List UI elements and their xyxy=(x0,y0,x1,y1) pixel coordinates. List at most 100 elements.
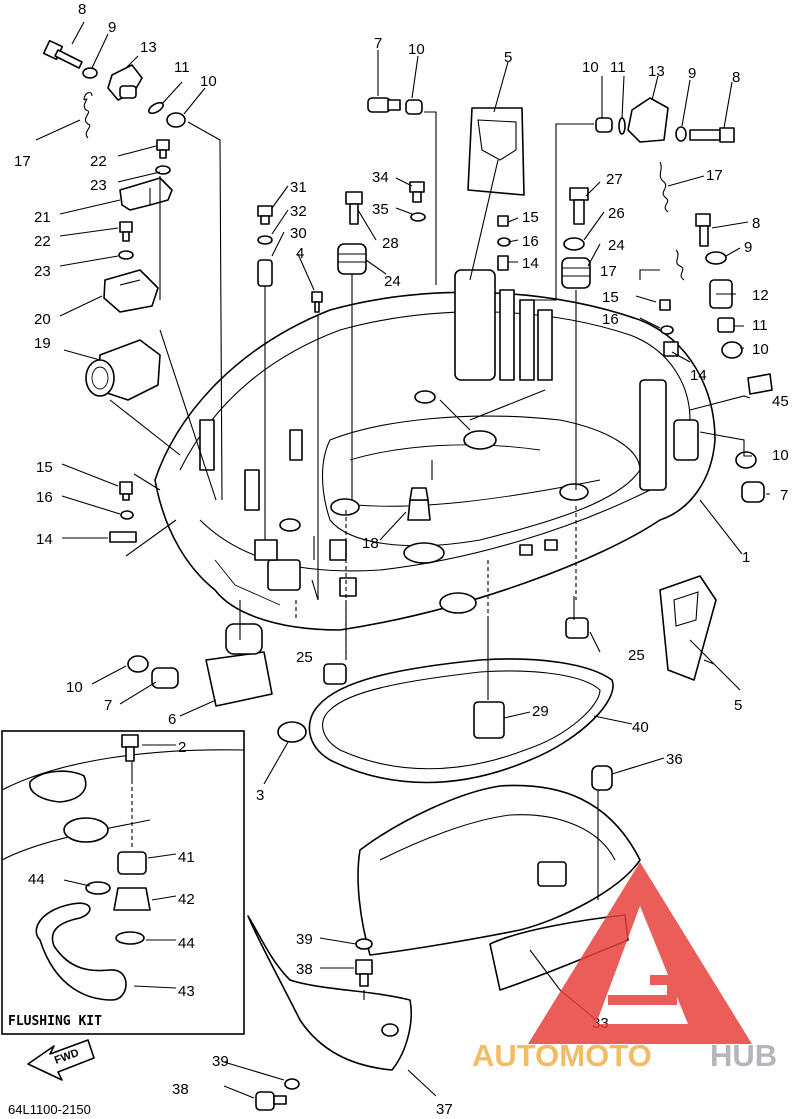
holder-20[interactable] xyxy=(103,269,159,313)
bolt-34[interactable] xyxy=(409,181,425,203)
grommet-10-top-center[interactable] xyxy=(405,99,423,115)
washer-35[interactable] xyxy=(410,212,426,222)
callout-15: 15 xyxy=(36,459,53,476)
callout-16: 16 xyxy=(602,311,619,328)
callout-11: 11 xyxy=(174,59,190,76)
pin-4[interactable] xyxy=(311,291,323,313)
callout-19: 19 xyxy=(34,335,51,352)
washer-11-top-left[interactable] xyxy=(147,101,165,116)
callout-10: 10 xyxy=(772,447,789,464)
bolt-15-center[interactable] xyxy=(497,215,509,227)
callout-7: 7 xyxy=(104,697,112,714)
spring-17-top-left[interactable] xyxy=(83,91,93,139)
bracket-5-right[interactable] xyxy=(659,575,717,681)
leader-lines xyxy=(35,21,770,1099)
bolt-8-top-right[interactable] xyxy=(689,127,735,143)
callout-41: 41 xyxy=(178,849,195,866)
plate-14-right[interactable] xyxy=(663,341,679,357)
grommet-10-right-a[interactable] xyxy=(721,341,743,359)
grommet-10-left-lower[interactable] xyxy=(127,655,149,673)
bracket-5-top[interactable] xyxy=(467,107,525,196)
bolt-31[interactable] xyxy=(257,205,273,225)
callout-18: 18 xyxy=(362,535,379,552)
callout-5: 5 xyxy=(504,49,512,66)
connector-42[interactable] xyxy=(113,887,151,911)
callout-17: 17 xyxy=(14,153,31,170)
callout-22: 22 xyxy=(34,233,51,250)
washer-39-lower[interactable] xyxy=(284,1078,300,1090)
sensor-13-top-left[interactable] xyxy=(107,64,143,101)
sensor-13-top-right[interactable] xyxy=(627,97,669,143)
hose-43[interactable] xyxy=(35,902,127,1001)
pin-7-top[interactable] xyxy=(367,97,401,113)
pin-7-left-lower[interactable] xyxy=(151,667,179,689)
collar-25-right[interactable] xyxy=(565,617,589,639)
label-45[interactable] xyxy=(747,373,773,395)
callout-23: 23 xyxy=(34,263,51,280)
collar-30[interactable] xyxy=(257,259,273,287)
drain-18[interactable] xyxy=(407,487,431,521)
callout-28: 28 xyxy=(382,235,399,252)
bolt-8-top-left[interactable] xyxy=(42,39,83,69)
bracket-21[interactable] xyxy=(119,177,173,211)
callout-4: 4 xyxy=(296,245,304,262)
pin-7-right[interactable] xyxy=(741,481,765,503)
grommet-10-right-b[interactable] xyxy=(735,451,757,469)
callout-21: 21 xyxy=(34,209,51,226)
adapter-41[interactable] xyxy=(117,851,147,875)
washer-39-upper[interactable] xyxy=(355,938,373,950)
callout-7: 7 xyxy=(374,35,382,52)
callout-44: 44 xyxy=(178,935,195,952)
callout-10: 10 xyxy=(752,341,769,358)
callout-36: 36 xyxy=(666,751,683,768)
damper-29[interactable] xyxy=(473,701,505,739)
lower-cover-33[interactable] xyxy=(357,784,641,991)
washer-9-top-left[interactable] xyxy=(82,67,98,79)
clamp-44-lower[interactable] xyxy=(115,931,145,945)
callout-27: 27 xyxy=(606,171,623,188)
nut-11-right[interactable] xyxy=(717,317,735,333)
clip-36[interactable] xyxy=(591,765,613,791)
grommet-10-top-left[interactable] xyxy=(166,112,186,128)
bolt-28[interactable] xyxy=(345,191,363,225)
collar-25-left[interactable] xyxy=(323,663,347,685)
washer-26[interactable] xyxy=(563,237,585,251)
switch-19[interactable] xyxy=(85,339,161,401)
washer-16-right[interactable] xyxy=(660,325,674,335)
bolt-8-right[interactable] xyxy=(695,213,711,247)
bolt-38-upper[interactable] xyxy=(355,959,373,987)
bottom-cowling-part-1[interactable] xyxy=(154,269,716,631)
mount-24-left[interactable] xyxy=(337,243,367,275)
spring-17-right[interactable] xyxy=(675,249,685,281)
bolt-38-lower[interactable] xyxy=(255,1091,287,1111)
bolt-15-right[interactable] xyxy=(659,299,671,311)
spring-17-top-right[interactable] xyxy=(659,161,669,213)
callout-6: 6 xyxy=(168,711,176,728)
washer-23-lower[interactable] xyxy=(118,250,134,260)
plate-14-center[interactable] xyxy=(497,255,509,271)
automotohub-watermark: AUTOMOTO HUB xyxy=(472,862,777,1073)
side-cover-37[interactable] xyxy=(247,915,412,1071)
callout-10: 10 xyxy=(408,41,425,58)
plate-14-left[interactable] xyxy=(109,531,137,543)
seal-40[interactable] xyxy=(308,658,614,784)
callout-30: 30 xyxy=(290,225,307,242)
bolt-15-left[interactable] xyxy=(119,481,133,501)
washer-11-top-right[interactable] xyxy=(618,117,626,135)
bolt-22-lower[interactable] xyxy=(119,221,133,242)
washer-9-top-right[interactable] xyxy=(675,126,687,142)
bolt-22-upper[interactable] xyxy=(156,139,170,159)
washer-32[interactable] xyxy=(257,235,273,245)
callout-25: 25 xyxy=(628,647,645,664)
bracket-6[interactable] xyxy=(205,623,273,707)
mount-24-right[interactable] xyxy=(561,257,591,289)
bolt-27[interactable] xyxy=(569,187,589,225)
grommet-3[interactable] xyxy=(277,721,307,743)
flushing-kit-title: FLUSHING KIT xyxy=(8,1014,102,1029)
clamp-44-upper[interactable] xyxy=(85,881,111,895)
screw-2[interactable] xyxy=(121,734,139,762)
washer-9-right[interactable] xyxy=(705,251,727,265)
grommet-10-top-right[interactable] xyxy=(595,117,613,133)
callout-9: 9 xyxy=(688,65,696,82)
washer-16-left[interactable] xyxy=(120,510,134,520)
